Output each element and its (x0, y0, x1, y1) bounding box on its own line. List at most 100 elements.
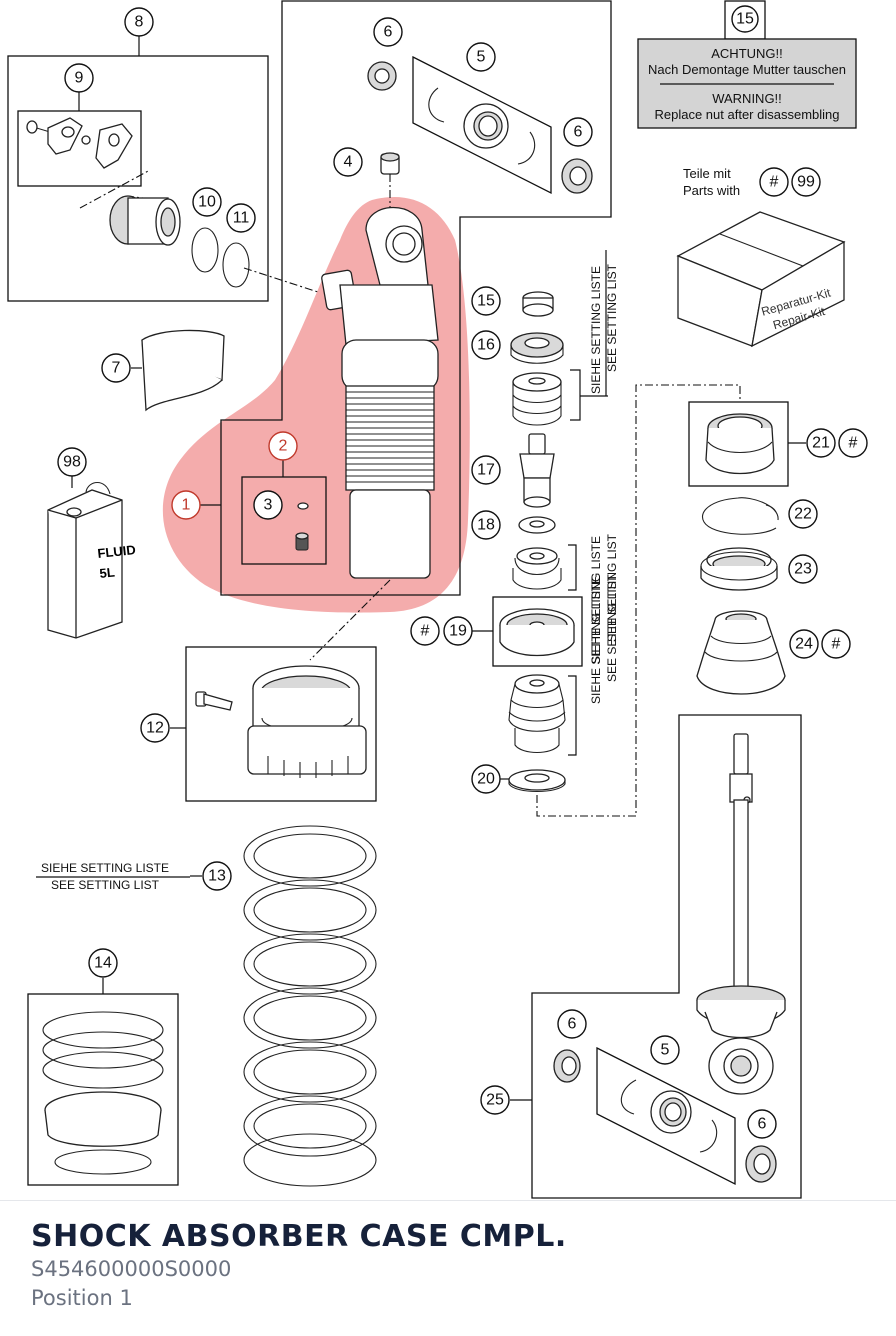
callout-24-hash[interactable]: # (821, 629, 851, 659)
frame-part-12 (185, 646, 377, 802)
callout-4[interactable]: 4 (333, 147, 363, 177)
svg-text:6: 6 (384, 24, 393, 41)
sleeve-7-icon (141, 329, 225, 412)
part-15-icon (522, 291, 554, 317)
svg-text:99: 99 (797, 174, 815, 191)
callout-2[interactable]: 2 (268, 431, 298, 461)
compression-adjuster-21-icon (705, 413, 775, 475)
svg-text:8: 8 (135, 14, 144, 31)
svg-text:19: 19 (449, 623, 467, 640)
callout-15[interactable]: 15 (471, 286, 501, 316)
piston-19-icon (499, 608, 575, 657)
svg-text:17: 17 (477, 462, 495, 479)
svg-text:#: # (770, 174, 779, 191)
svg-text:3: 3 (264, 497, 273, 514)
callout-15-warning[interactable]: 15 (731, 5, 759, 33)
callout-6-bottom-right[interactable]: 6 (747, 1109, 777, 1139)
o-ring-11-icon (222, 242, 250, 288)
callout-6-top[interactable]: 6 (373, 17, 403, 47)
svg-text:5: 5 (477, 49, 486, 66)
callout-24[interactable]: 24 (789, 629, 819, 659)
bump-rubber-24-icon (696, 610, 786, 695)
callout-6-bottom-left[interactable]: 6 (557, 1009, 587, 1039)
svg-text:23: 23 (794, 561, 812, 578)
warning-line-de-title: ACHTUNG!! (711, 46, 783, 61)
svg-text:6: 6 (568, 1016, 577, 1033)
callout-13[interactable]: 13 (202, 861, 232, 891)
callout-99[interactable]: 99 (791, 167, 821, 197)
frame-subassembly-2 (241, 476, 327, 565)
callout-12[interactable]: 12 (140, 713, 170, 743)
warning-line-en-title: WARNING!! (712, 91, 782, 106)
callout-22[interactable]: 22 (788, 499, 818, 529)
callout-98[interactable]: 98 (57, 447, 87, 477)
callout-8[interactable]: 8 (124, 7, 154, 37)
callout-11[interactable]: 11 (226, 203, 256, 233)
nut-4-icon (380, 152, 400, 175)
svg-text:12: 12 (146, 720, 164, 737)
callout-6-top-right[interactable]: 6 (563, 117, 593, 147)
o-ring-10-icon (191, 227, 219, 273)
frame-part-25 (531, 714, 802, 1199)
callout-10[interactable]: 10 (192, 187, 222, 217)
callout-9[interactable]: 9 (64, 63, 94, 93)
svg-text:#: # (849, 435, 858, 452)
svg-text:2: 2 (279, 438, 288, 455)
callout-5-top[interactable]: 5 (466, 42, 496, 72)
setting-list-13-en: SEE SETTING LIST (51, 878, 160, 892)
svg-text:#: # (832, 636, 841, 653)
bolt-12-icon (195, 691, 233, 711)
callout-17[interactable]: 17 (471, 455, 501, 485)
spring-13-icon (243, 825, 377, 1187)
part-position: Position 1 (31, 1286, 133, 1310)
callout-21[interactable]: 21 (806, 428, 836, 458)
callout-19-hash[interactable]: # (410, 616, 440, 646)
shim-stack-bottom-icon (508, 674, 566, 754)
callout-23[interactable]: 23 (788, 554, 818, 584)
seal-6-bottom-left-icon (553, 1049, 581, 1083)
svg-text:13: 13 (208, 868, 226, 885)
fluid-label: FLUID (97, 542, 137, 561)
kit-note-de: Teile mit (683, 166, 731, 181)
callout-21-hash[interactable]: # (838, 428, 868, 458)
callout-20[interactable]: 20 (471, 764, 501, 794)
callout-1[interactable]: 1 (171, 490, 201, 520)
callout-14[interactable]: 14 (88, 948, 118, 978)
frame-top-center (220, 0, 612, 596)
callout-25[interactable]: 25 (480, 1085, 510, 1115)
setting-list-top-en: SEE SETTING LIST (605, 263, 619, 372)
shock-absorber-body-icon (321, 207, 439, 579)
washer-18-icon (518, 516, 556, 534)
setting-list-mid-de: SIEHE SETTING LISTE (589, 536, 603, 664)
callout-16[interactable]: 16 (471, 330, 501, 360)
setting-list-13-de: SIEHE SETTING LISTE (41, 861, 169, 875)
frame-part-21 (688, 401, 789, 487)
svg-text:9: 9 (75, 70, 84, 87)
svg-text:11: 11 (233, 210, 250, 227)
svg-text:6: 6 (574, 124, 583, 141)
bushing-5-bottom-icon (620, 1079, 718, 1153)
callout-3[interactable]: 3 (253, 490, 283, 520)
callout-5-bottom[interactable]: 5 (650, 1035, 680, 1065)
setting-list-mid-en: SEE SETTING LIST (605, 533, 619, 642)
svg-text:21: 21 (812, 435, 830, 452)
callout-18[interactable]: 18 (471, 510, 501, 540)
svg-text:18: 18 (477, 517, 495, 534)
svg-text:98: 98 (63, 454, 81, 471)
svg-text:5: 5 (661, 1042, 670, 1059)
preload-nut-12-icon (247, 665, 367, 778)
frame-part-5-bottom (596, 1046, 736, 1186)
shim-stack-top-icon (512, 372, 562, 426)
frame-part-14 (27, 993, 179, 1186)
svg-text:1: 1 (182, 497, 191, 514)
setting-list-bottom-de: SIEHE SETTING LISTE (589, 576, 603, 704)
callout-19[interactable]: 19 (443, 616, 473, 646)
svg-text:24: 24 (795, 636, 813, 653)
fluid-volume-label: 5L (99, 564, 116, 581)
callout-7[interactable]: 7 (101, 353, 131, 383)
callout-99-hash[interactable]: # (759, 167, 789, 197)
svg-text:6: 6 (758, 1116, 767, 1133)
spring-seat-14-icon (42, 1011, 164, 1175)
svg-text:15: 15 (477, 293, 495, 310)
setting-list-top-de: SIEHE SETTING LISTE (589, 266, 603, 394)
